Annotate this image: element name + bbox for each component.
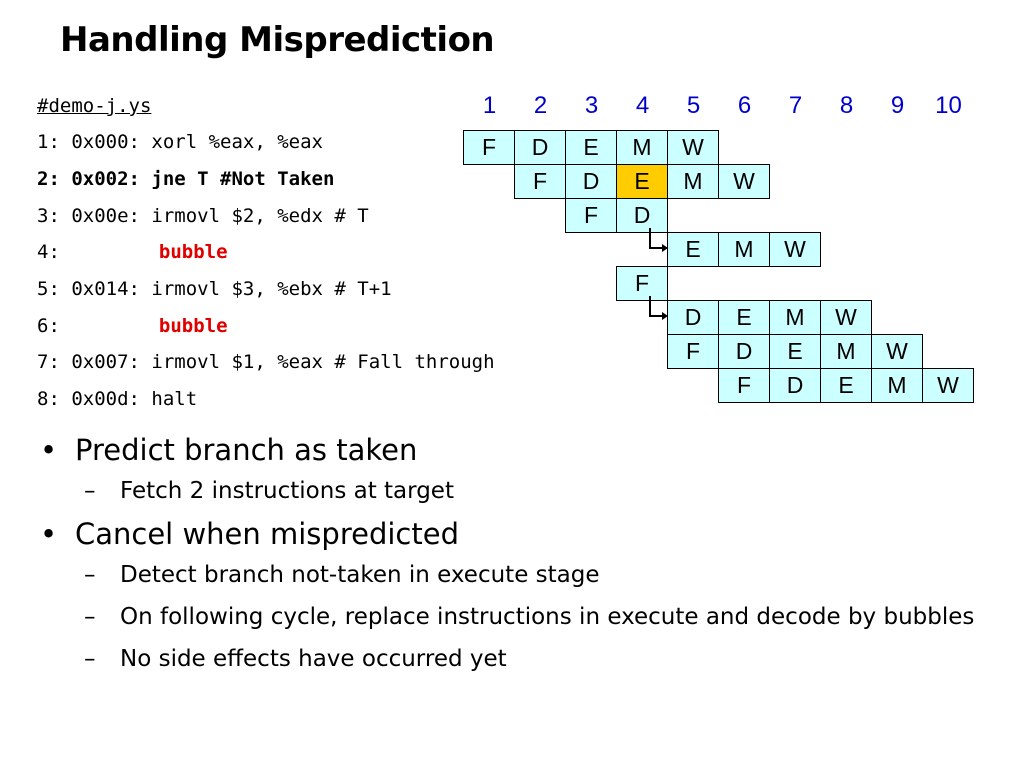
sub-bullet-item: –On following cycle, replace instruction… — [84, 601, 1000, 633]
sub-bullet-text: No side effects have occurred yet — [120, 646, 507, 672]
code-line-3: 3: 0x00e: irmovl $2, %edx # T — [37, 204, 369, 228]
bullet-mark: • — [40, 517, 58, 551]
cycle-label: 1 — [482, 92, 497, 119]
code-line-text: irmovl $2, %edx # T — [139, 205, 369, 227]
pipe-cell: W — [667, 130, 719, 165]
pipe-cell: E — [667, 232, 719, 267]
pipe-cell: D — [565, 164, 617, 199]
cycle-label: 4 — [635, 92, 650, 119]
pipe-cell: F — [565, 198, 617, 233]
bubble-arrow-2 — [649, 296, 668, 320]
bullet-text: Cancel when mispredicted — [75, 517, 459, 551]
cycle-label: 3 — [584, 92, 599, 119]
pipe-cell: F — [667, 334, 719, 369]
pipe-cell: D — [667, 300, 719, 335]
dash-mark: – — [84, 478, 96, 504]
code-line-4: 4: bubble — [37, 240, 228, 264]
pipe-cell: F — [718, 368, 770, 403]
pipe-cell: F — [514, 164, 566, 199]
code-line-text: jne T #Not Taken — [139, 168, 335, 190]
code-line-label: 5: 0x014: — [37, 278, 140, 300]
pipe-cell: E — [565, 130, 617, 165]
dash-mark: – — [84, 646, 96, 672]
cycle-label: 7 — [788, 92, 803, 119]
sub-bullet-text: On following cycle, replace instructions… — [120, 604, 975, 630]
code-line-text: irmovl $3, %ebx # T+1 — [139, 278, 392, 300]
pipe-cell: D — [769, 368, 821, 403]
cycle-label: 6 — [737, 92, 752, 119]
cycle-label: 5 — [686, 92, 701, 119]
pipe-cell: W — [820, 300, 872, 335]
code-line-6: 6: bubble — [37, 314, 228, 338]
pipe-cell: E — [718, 300, 770, 335]
code-line-text: xorl %eax, %eax — [139, 131, 323, 153]
pipe-cell: W — [871, 334, 923, 369]
code-line-label: 3: 0x00e: — [37, 205, 140, 227]
code-line-text: irmovl $1, %eax # Fall through — [139, 351, 495, 373]
bubble-arrow-1 — [649, 228, 668, 252]
pipe-cell: M — [871, 368, 923, 403]
pipe-cell: M — [718, 232, 770, 267]
sub-bullet-text: Fetch 2 instructions at target — [120, 478, 454, 504]
pipe-cell: D — [718, 334, 770, 369]
bullet-list: •Predict branch as taken –Fetch 2 instru… — [40, 433, 1000, 685]
cycle-label: 9 — [890, 92, 905, 119]
pipe-cell: M — [820, 334, 872, 369]
code-line-label: 8: 0x00d: — [37, 388, 140, 410]
bullet-text: Predict branch as taken — [75, 433, 418, 467]
sub-bullet-text: Detect branch not-taken in execute stage — [120, 562, 600, 588]
pipe-cell: E — [769, 334, 821, 369]
code-file-name: #demo-j.ys — [37, 95, 152, 117]
pipe-cell: E — [820, 368, 872, 403]
bubble-text: bubble — [158, 315, 228, 337]
cycle-label: 10 — [935, 92, 962, 119]
pipe-cell-highlighted: E — [616, 164, 668, 199]
pipe-cell: D — [616, 198, 668, 233]
slide-title: Handling Misprediction — [60, 20, 495, 60]
code-line-label: 6: — [37, 315, 60, 337]
code-line-text: halt — [139, 388, 198, 410]
cycle-label: 8 — [839, 92, 854, 119]
bullet-item: • Cancel when mispredicted — [40, 517, 1000, 551]
code-line-label: 1: 0x000: — [37, 131, 140, 153]
code-line-label: 7: 0x007: — [37, 351, 140, 373]
pipe-cell: W — [769, 232, 821, 267]
pipe-cell: F — [616, 266, 668, 301]
dash-mark: – — [84, 604, 96, 630]
sub-bullet-item: –No side effects have occurred yet — [84, 643, 1000, 675]
dash-mark: – — [84, 562, 96, 588]
sub-bullet-item: –Detect branch not-taken in execute stag… — [84, 559, 1000, 591]
bullet-mark: • — [40, 433, 58, 467]
pipe-cell: W — [922, 368, 974, 403]
code-line-5: 5: 0x014: irmovl $3, %ebx # T+1 — [37, 277, 392, 301]
pipe-cell: M — [667, 164, 719, 199]
code-line-2: 2: 0x002: jne T #Not Taken — [37, 167, 334, 191]
pipe-cell: D — [514, 130, 566, 165]
code-line-8: 8: 0x00d: halt — [37, 387, 197, 411]
pipe-cell: M — [769, 300, 821, 335]
bubble-text: bubble — [158, 241, 228, 263]
code-line-7: 7: 0x007: irmovl $1, %eax # Fall through — [37, 350, 495, 374]
pipe-cell: M — [616, 130, 668, 165]
cycle-label: 2 — [533, 92, 548, 119]
code-line-label: 4: — [37, 241, 60, 263]
pipe-cell: F — [463, 130, 515, 165]
sub-bullet-item: –Fetch 2 instructions at target — [84, 475, 1000, 507]
code-line-label: 2: 0x002: — [37, 168, 140, 190]
bullet-item: • Predict branch as taken — [40, 433, 1000, 467]
pipe-cell: W — [718, 164, 770, 199]
code-line-1: 1: 0x000: xorl %eax, %eax — [37, 130, 323, 154]
